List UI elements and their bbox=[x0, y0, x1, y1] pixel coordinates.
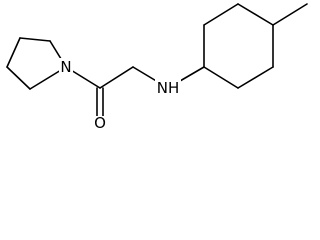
atom-label: NH bbox=[157, 79, 180, 97]
atom-ring-n: N bbox=[59, 58, 73, 76]
bond bbox=[272, 3, 308, 26]
structure-diagram: N O NH bbox=[6, 3, 308, 132]
bond bbox=[237, 66, 274, 89]
bond bbox=[6, 66, 31, 90]
bond bbox=[19, 37, 51, 42]
bond bbox=[237, 3, 274, 26]
atom-label: N bbox=[60, 58, 71, 76]
amide-linker bbox=[65, 66, 205, 118]
methyl bbox=[272, 3, 308, 26]
bond bbox=[6, 37, 21, 68]
bond bbox=[99, 66, 134, 89]
pyrrolidine-ring bbox=[6, 37, 67, 90]
bond bbox=[203, 66, 239, 89]
atom-amine-nh: NH bbox=[155, 79, 181, 97]
atom-label: O bbox=[94, 114, 106, 132]
bond bbox=[203, 3, 239, 26]
atom-carbonyl-o: O bbox=[93, 114, 107, 132]
cyclohexane-ring bbox=[203, 3, 274, 89]
